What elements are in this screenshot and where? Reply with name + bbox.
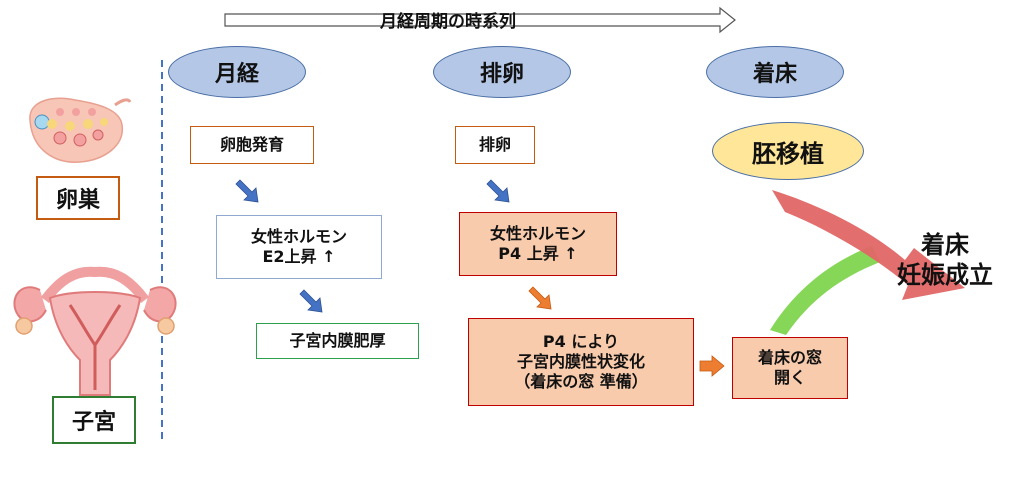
flow-arrow-2 xyxy=(299,289,323,313)
flow-arrow-5 xyxy=(699,355,725,377)
hormone-p4-box: 女性ホルモン P4 上昇 ↑ xyxy=(459,212,617,276)
flow-arrow-1 xyxy=(235,179,259,203)
uterus-illustration xyxy=(13,266,177,396)
pregnancy-result-text: 着床 妊娠成立 xyxy=(897,231,993,289)
flow-arrow-3 xyxy=(486,179,510,203)
timeline-arrow xyxy=(224,6,736,34)
follicle-growth-box: 卵胞発育 xyxy=(190,126,314,164)
endometrium-change-box: P4 により 子宮内膜性状変化 （着床の窓 準備） xyxy=(468,318,694,406)
endometrium-thickening-box: 子宮内膜肥厚 xyxy=(256,323,419,359)
hormone-e2-box: 女性ホルモン E2上昇 ↑ xyxy=(216,215,382,279)
phase-menstruation: 月経 xyxy=(168,46,306,98)
phase-ovulation: 排卵 xyxy=(433,46,571,98)
uterus-label: 子宮 xyxy=(52,396,136,444)
ovulation-box: 排卵 xyxy=(455,126,535,164)
green-curve-arrow xyxy=(770,246,880,335)
ovary-label: 卵巣 xyxy=(36,176,120,220)
phase-implantation: 着床 xyxy=(706,46,844,98)
timeline-label: 月経周期の時系列 xyxy=(380,12,516,32)
ovary-illustration xyxy=(29,97,132,163)
implantation-window-box: 着床の窓 開く xyxy=(732,337,848,399)
red-curve-arrow xyxy=(772,190,965,300)
embryo-transfer-ellipse: 胚移植 xyxy=(712,122,864,180)
flow-arrow-4 xyxy=(528,286,552,310)
